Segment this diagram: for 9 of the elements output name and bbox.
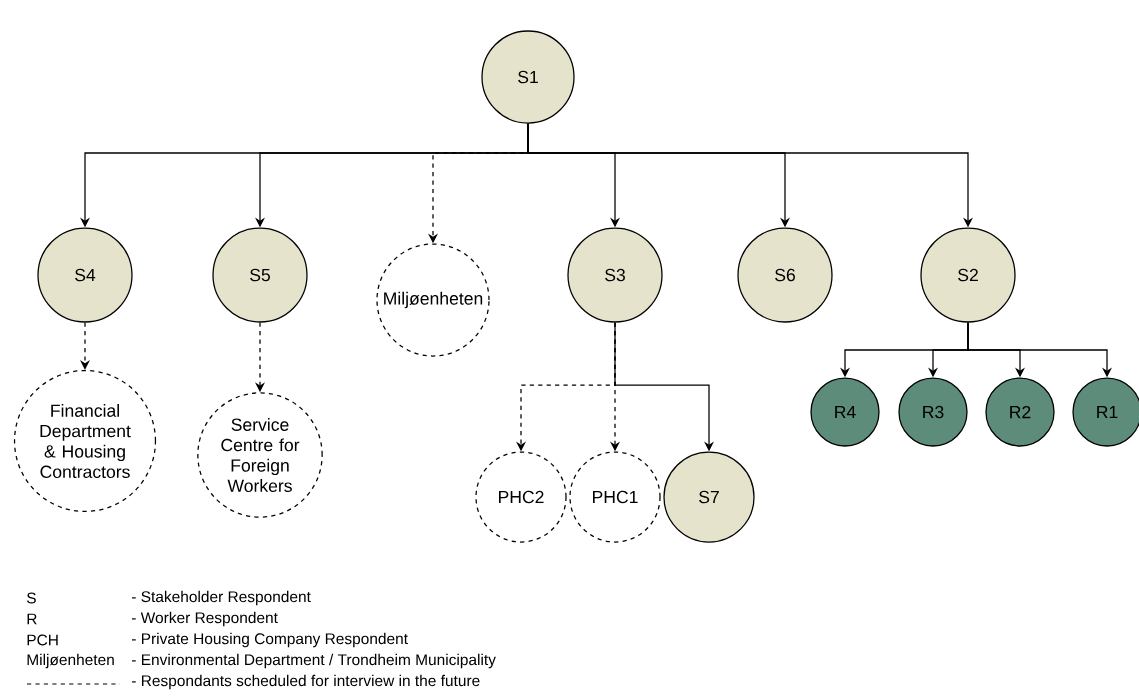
legend-text: - Respondants scheduled for interview in the future	[131, 674, 480, 690]
legend-text: - Private Housing Company Respondent	[131, 632, 408, 648]
legend-text: - Environmental Department / Trondheim Municipality	[131, 653, 496, 669]
legend-text: - Worker Respondent	[131, 611, 278, 627]
legend-text: - Stakeholder Respondent	[131, 590, 311, 606]
legend-key: S	[27, 592, 36, 604]
legend-key: R	[27, 613, 37, 625]
legend-key: Miljøenheten	[27, 653, 114, 669]
legend-key: PCH	[27, 634, 58, 646]
